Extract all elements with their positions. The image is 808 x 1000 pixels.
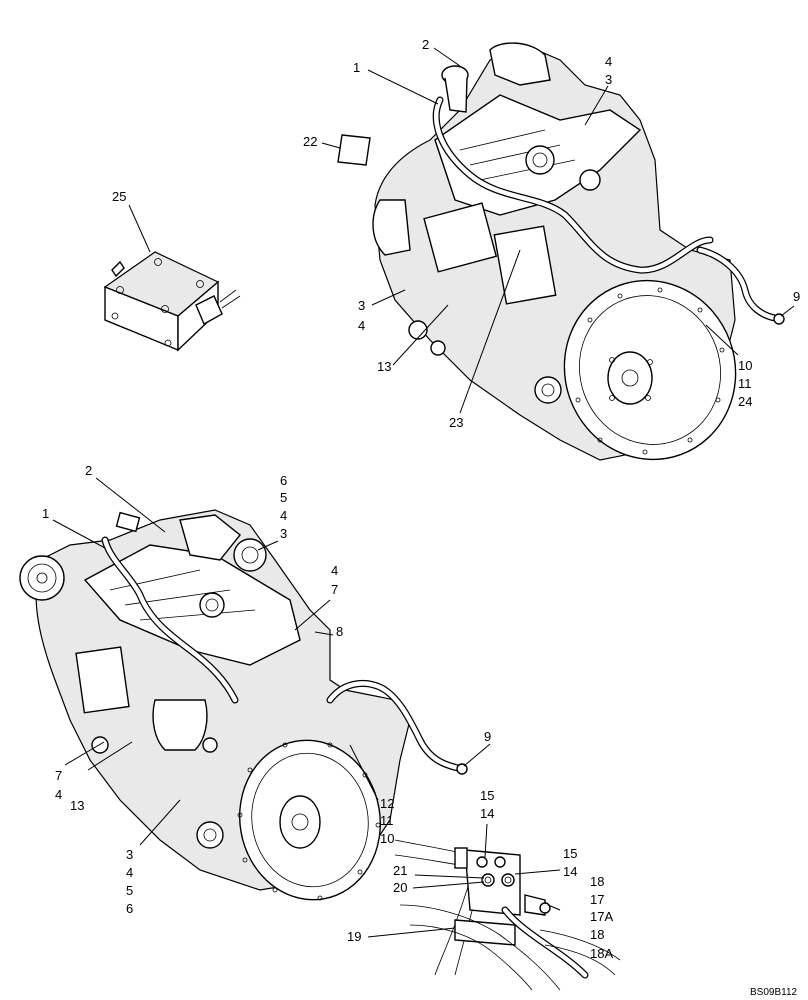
callout-bottom-1: 1 <box>42 506 49 521</box>
callout-detail-14: 14 <box>480 806 494 821</box>
callout-bottom-8: 8 <box>336 624 343 639</box>
callout-bottom-3b: 3 <box>126 847 133 862</box>
solenoid-detail-drawing <box>394 839 621 991</box>
callout-bottom-3: 3 <box>280 526 287 541</box>
callout-bottom-9: 9 <box>484 729 491 744</box>
callout-bottom-11: 11 <box>380 813 394 828</box>
callout-detail-21: 21 <box>393 863 407 878</box>
callout-bottom-4d: 4 <box>126 865 133 880</box>
engine-bottom-view-drawing <box>19 509 468 901</box>
callout-bottom-12: 12 <box>380 796 394 811</box>
engine-top-view-drawing <box>337 42 785 461</box>
drawing-code: BS09B112 <box>750 987 798 998</box>
callout-bottom-4: 4 <box>280 508 287 523</box>
callout-bottom-4c: 4 <box>55 787 62 802</box>
callout-bottom-10: 10 <box>380 831 394 846</box>
callout-top-4b: 4 <box>358 318 365 333</box>
callout-bottom-4b: 4 <box>331 563 338 578</box>
control-module-drawing <box>103 251 241 352</box>
callout-top-1: 1 <box>353 60 360 75</box>
callout-bottom-5: 5 <box>280 490 287 505</box>
callout-top-3: 3 <box>605 72 612 87</box>
callout-detail-17a: 17A <box>590 909 613 924</box>
callout-top-23: 23 <box>449 415 463 430</box>
callout-top-10: 10 <box>738 358 752 373</box>
callout-detail-14b: 14 <box>563 864 577 879</box>
callout-top-13: 13 <box>377 359 391 374</box>
callout-top-2: 2 <box>422 37 429 52</box>
callout-detail-18b: 18 <box>590 927 604 942</box>
callout-detail-18: 18 <box>590 874 604 889</box>
callout-bottom-2: 2 <box>85 463 92 478</box>
callout-detail-20: 20 <box>393 880 407 895</box>
callout-detail-18a: 18A <box>590 946 613 961</box>
callout-top-4: 4 <box>605 54 612 69</box>
callout-detail-15: 15 <box>480 788 494 803</box>
callout-bottom-5b: 5 <box>126 883 133 898</box>
callout-detail-19: 19 <box>347 929 361 944</box>
callout-top-11: 11 <box>738 376 752 391</box>
callout-bottom-6b: 6 <box>126 901 133 916</box>
callout-top-22: 22 <box>303 134 317 149</box>
leader-lines <box>52 47 795 938</box>
callout-top-9: 9 <box>793 289 800 304</box>
callout-bottom-13: 13 <box>70 798 84 813</box>
callout-labels: 25 1 2 4 3 22 9 3 4 13 23 10 11 24 2 1 6… <box>42 37 800 998</box>
callout-top-24: 24 <box>738 394 752 409</box>
callout-bottom-7b: 7 <box>55 768 62 783</box>
callout-detail-17: 17 <box>590 892 604 907</box>
callout-bottom-7: 7 <box>331 582 338 597</box>
callout-bottom-6: 6 <box>280 473 287 488</box>
callout-module-25: 25 <box>112 189 126 204</box>
callout-detail-15b: 15 <box>563 846 577 861</box>
callout-top-3b: 3 <box>358 298 365 313</box>
